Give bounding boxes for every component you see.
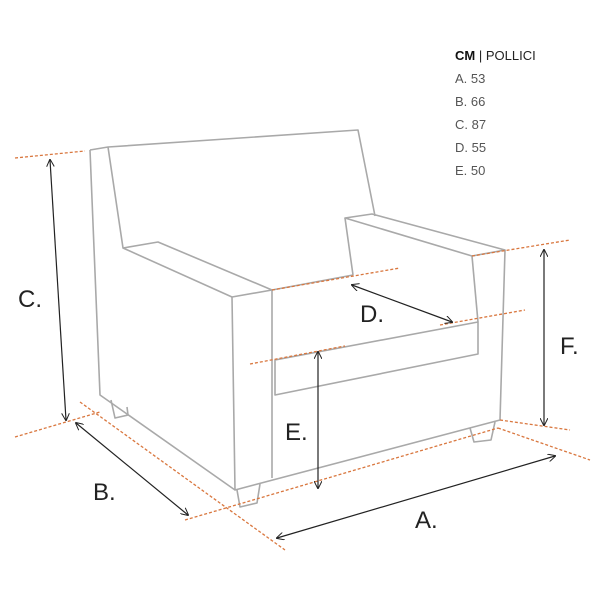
legend-item-e: E. 50 [455, 163, 486, 178]
arrow-b [76, 423, 188, 515]
legend-item-d: D. 55 [455, 140, 487, 155]
arrow-d [352, 285, 452, 322]
legend-item-a: A. 53 [455, 71, 486, 86]
unit-cm: CM [455, 48, 476, 63]
arrow-c [50, 160, 66, 420]
unit-inches: POLLICI [485, 48, 536, 63]
legend-item-c: C. 87 [455, 117, 487, 132]
legend-header: CM | POLLICI [455, 44, 536, 67]
dimension-arrows [50, 160, 555, 538]
label-c: C. [18, 286, 42, 313]
dimensions-legend: CM | POLLICI A. 53 B. 66 C. 87 D. 55 E. … [455, 44, 536, 182]
label-a: A. [415, 507, 438, 534]
label-d: D. [360, 301, 384, 328]
label-e: E. [285, 419, 308, 446]
arrow-a [277, 456, 555, 538]
unit-separator: | [478, 48, 483, 63]
label-f: F. [560, 333, 579, 360]
legend-item-b: B. 66 [455, 94, 486, 109]
label-b: B. [93, 479, 116, 506]
